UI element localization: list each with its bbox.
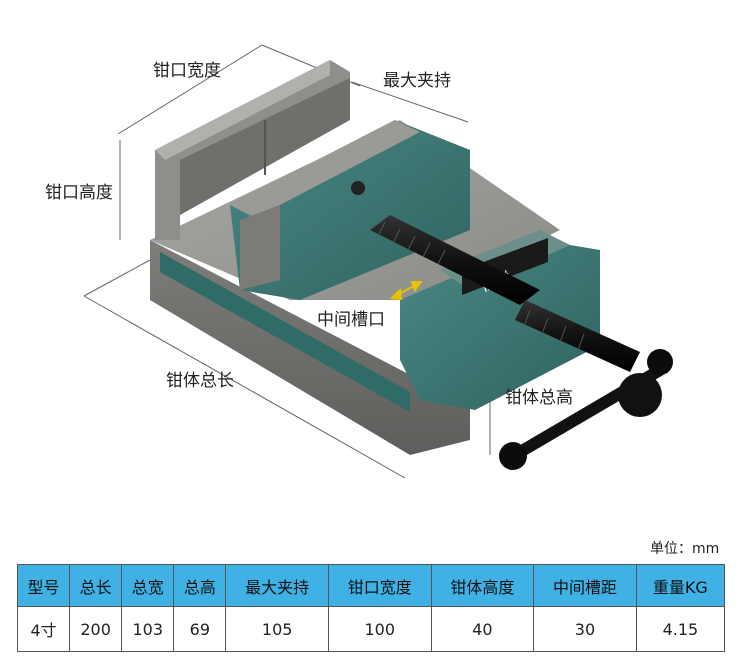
label-body-length: 钳体总长 — [166, 371, 234, 391]
vise-illustration: 高锐 钳口宽度 最大夹 — [45, 44, 673, 479]
table-cell: 30 — [533, 606, 637, 652]
header-cell: 钳体高度 — [430, 564, 535, 607]
header-cell: 钳口宽度 — [327, 564, 432, 607]
spec-table-header: 型号 总长 总宽 总高 最大夹持 钳口宽度 钳体高度 中间槽距 重量KG — [16, 564, 726, 607]
spec-table: 型号 总长 总宽 总高 最大夹持 钳口宽度 钳体高度 中间槽距 重量KG 4寸 … — [16, 564, 726, 652]
label-body-height: 钳体总高 — [505, 388, 573, 408]
unit-label: 单位：mm — [650, 541, 720, 557]
dimension-lines — [83, 44, 491, 479]
table-row: 4寸 200 103 69 105 100 40 30 4.15 — [16, 606, 726, 652]
table-cell: 40 — [430, 606, 535, 652]
label-center-slot: 中间槽口 — [317, 310, 385, 330]
moving-jaw — [230, 120, 470, 300]
table-cell: 4.15 — [635, 606, 726, 652]
vise-handle — [499, 349, 673, 470]
table-cell: 105 — [225, 606, 329, 652]
front-end-block — [400, 240, 600, 410]
header-cell: 重量KG — [635, 564, 726, 607]
header-cell: 型号 — [16, 564, 71, 607]
jaw-bolt-icon — [351, 181, 365, 195]
label-jaw-height: 钳口高度 — [45, 183, 113, 203]
header-cell: 总宽 — [121, 564, 175, 607]
header-cell: 中间槽距 — [533, 564, 637, 607]
table-cell: 100 — [327, 606, 432, 652]
header-cell: 总高 — [173, 564, 227, 607]
slot-arrow-icon — [389, 281, 423, 301]
side-slot — [160, 252, 410, 412]
vise-drawing: 高锐 — [83, 44, 673, 479]
table-cell: 69 — [173, 606, 227, 652]
table-cell: 103 — [121, 606, 175, 652]
label-max-clamp: 最大夹持 — [383, 71, 451, 91]
lead-screw — [370, 215, 640, 372]
header-cell: 总长 — [69, 564, 123, 607]
header-cell: 最大夹持 — [225, 564, 329, 607]
table-cell: 4寸 — [16, 606, 71, 652]
table-cell: 200 — [69, 606, 123, 652]
label-jaw-width: 钳口宽度 — [153, 61, 221, 81]
